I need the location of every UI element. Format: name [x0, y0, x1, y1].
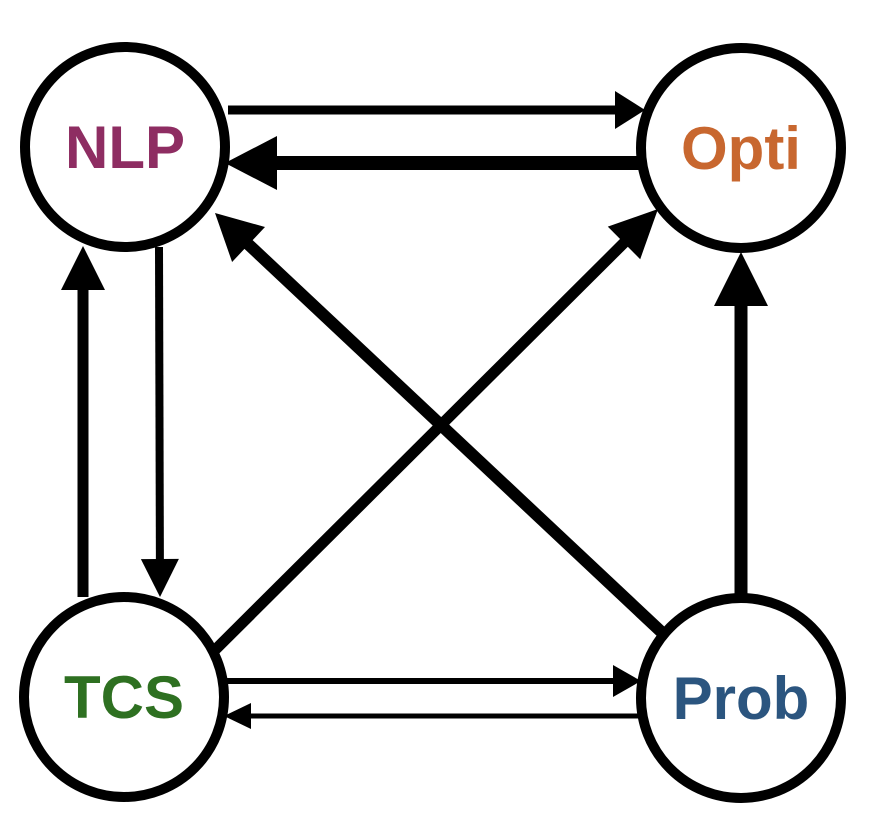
arrowhead-icon	[714, 252, 768, 306]
node-label-tcs: TCS	[64, 664, 184, 731]
edges-layer	[61, 91, 768, 729]
edge-nlp-to-opti	[228, 91, 645, 129]
edge-shaft	[211, 237, 630, 654]
arrowhead-icon	[215, 213, 265, 262]
edge-prob-to-opti	[714, 252, 768, 598]
arrowhead-icon	[615, 91, 645, 129]
edge-opti-to-nlp	[225, 136, 648, 190]
edge-tcs-to-nlp	[61, 246, 105, 597]
node-circle-nlp	[20, 42, 230, 252]
node-circle-tcs	[19, 592, 229, 802]
node-label-opti: Opti	[681, 115, 801, 182]
edge-shaft	[155, 246, 164, 562]
edge-shaft	[242, 238, 676, 646]
edge-tcs-to-opti	[211, 209, 658, 654]
arrowhead-icon	[140, 558, 179, 597]
arrowhead-icon	[224, 703, 251, 729]
node-circle-opti	[636, 43, 846, 253]
arrowhead-icon	[61, 246, 105, 290]
node-tcs: TCS	[19, 592, 229, 802]
edge-prob-to-nlp	[215, 213, 676, 646]
arrowhead-icon	[225, 136, 277, 190]
edge-nlp-to-tcs	[140, 246, 179, 597]
node-circle-prob	[636, 593, 846, 803]
arrowhead-icon	[607, 209, 658, 260]
node-label-nlp: NLP	[65, 114, 185, 181]
edge-prob-to-tcs	[224, 703, 643, 729]
node-opti: Opti	[636, 43, 846, 253]
node-nlp: NLP	[20, 42, 230, 252]
node-prob: Prob	[636, 593, 846, 803]
edge-tcs-to-prob	[226, 665, 641, 697]
arrowhead-icon	[613, 665, 641, 697]
node-label-prob: Prob	[673, 665, 810, 732]
